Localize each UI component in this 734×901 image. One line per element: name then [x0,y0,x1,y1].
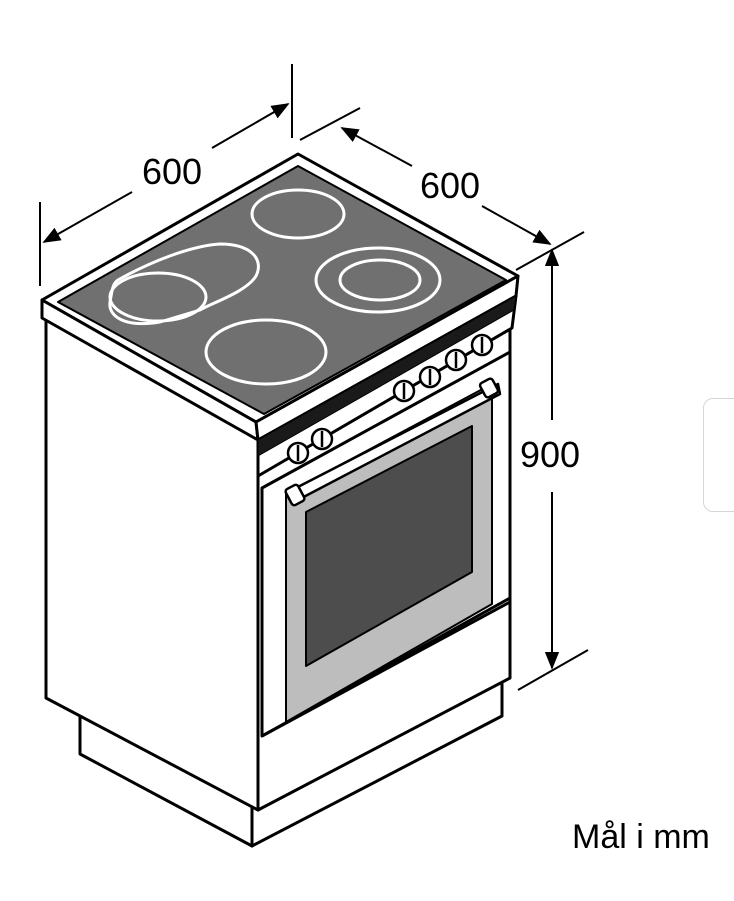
dimension-depth-label: 600 [420,165,480,206]
units-caption: Mål i mm [572,818,710,856]
dimension-line-depth-b [481,205,552,245]
knob-group-left [286,427,334,465]
control-panel [256,294,518,478]
dimension-line-width-b [211,103,290,149]
cooking-zones [108,188,442,386]
cooking-zone-rear-left [250,188,346,240]
oven-handle[interactable] [284,377,502,507]
cooking-zone-left [108,271,208,323]
oven-door [260,350,512,738]
control-knob[interactable] [286,441,310,465]
cooking-zone-right-inner [338,258,422,302]
side-panel-tab[interactable] [703,398,734,512]
oven-window [305,425,473,667]
extension-line-front [515,231,585,271]
control-knob[interactable] [310,427,334,451]
dimension-line-width-a [42,191,133,243]
control-knob[interactable] [444,348,468,372]
control-knob[interactable] [418,365,442,389]
cooking-zone-right-outer [314,246,442,314]
control-knob[interactable] [470,333,494,357]
control-knob[interactable] [392,379,416,403]
extension-line-bottom [517,649,589,691]
extension-line-back [299,107,361,141]
hob [40,152,520,442]
hob-glass-surface [57,165,507,415]
dimension-height-label: 900 [520,434,580,475]
dimension-width [39,64,293,286]
dimension-width-label: 600 [142,151,202,192]
dimension-height [517,248,589,691]
knob-group-right [392,333,494,403]
cooking-zone-front [204,318,328,386]
dimension-line-depth-a [340,127,413,167]
